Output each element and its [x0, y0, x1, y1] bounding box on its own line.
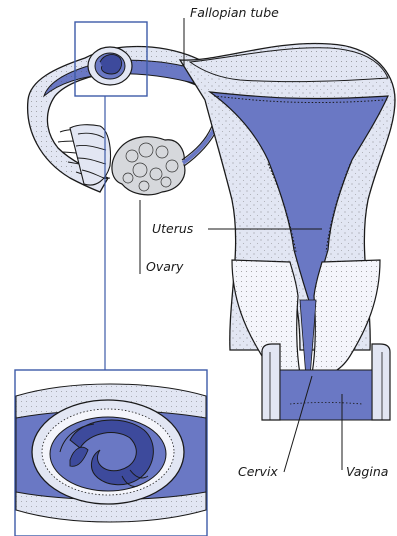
- label-vagina: Vagina: [346, 464, 388, 479]
- label-cervix: Cervix: [238, 464, 278, 479]
- ovary: [112, 126, 218, 195]
- egg-in-tube: [88, 47, 132, 85]
- label-fallopian-tube: Fallopian tube: [190, 5, 279, 20]
- label-ovary: Ovary: [146, 259, 184, 274]
- label-uterus: Uterus: [152, 221, 194, 236]
